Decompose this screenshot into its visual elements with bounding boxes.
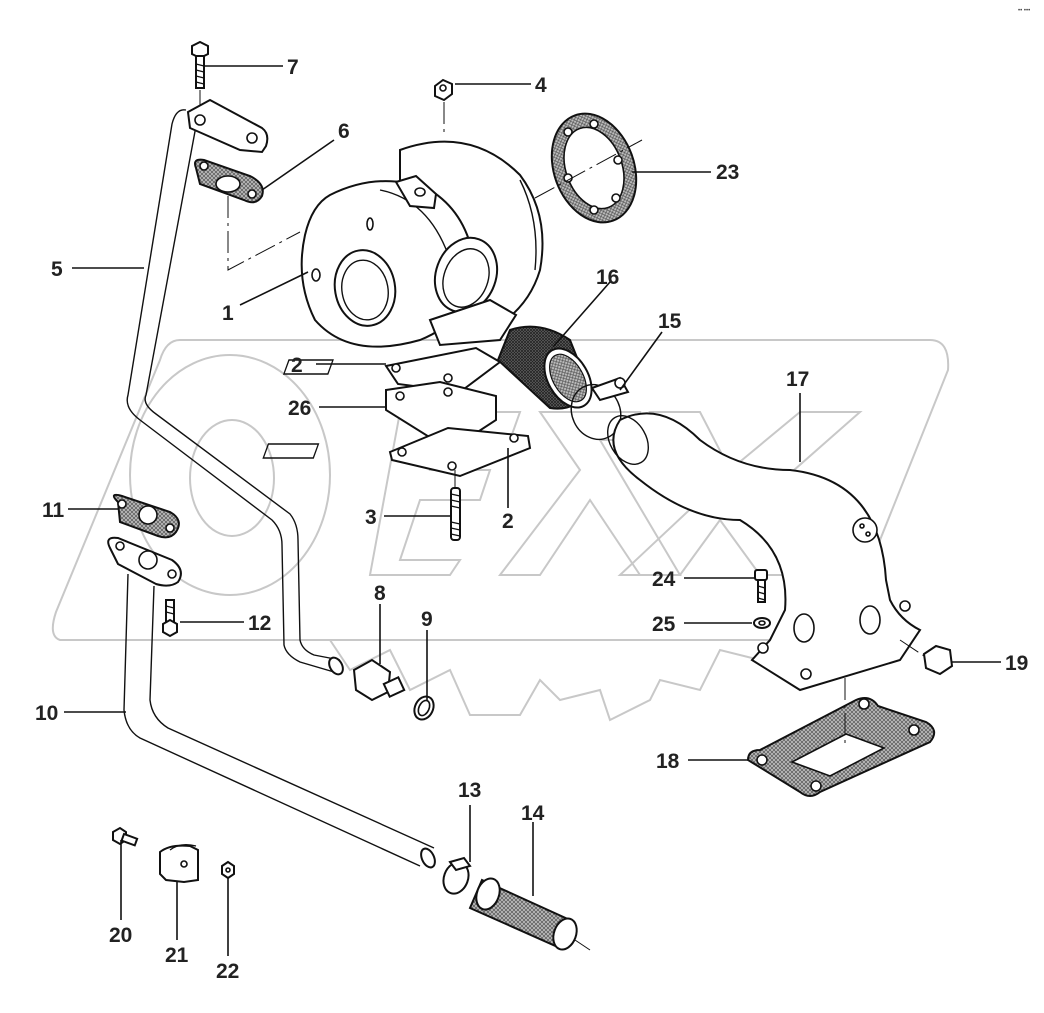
callout-16: 16 — [596, 266, 619, 289]
callout-labels: 7 4 6 23 5 1 16 15 17 2 26 2 3 11 12 8 9… — [35, 56, 1028, 983]
callout-8: 8 — [374, 582, 386, 605]
callout-5: 5 — [51, 258, 63, 281]
hose-16 — [496, 325, 593, 410]
callout-15: 15 — [658, 310, 682, 333]
nut-22 — [221, 860, 235, 880]
callout-17: 17 — [786, 368, 809, 391]
callout-19: 19 — [1005, 652, 1028, 675]
callout-2-upper: 2 — [291, 354, 303, 377]
callout-20: 20 — [109, 924, 132, 947]
gasket-2-lower — [262, 426, 532, 478]
washer-9 — [413, 695, 435, 721]
callout-25: 25 — [652, 613, 676, 636]
gasket-23 — [534, 112, 643, 224]
oil-return-pipe-10 — [123, 573, 436, 869]
bolt-24 — [754, 569, 768, 603]
callout-3: 3 — [365, 506, 377, 529]
clamp-15 — [570, 376, 630, 441]
callout-10: 10 — [35, 702, 58, 725]
callout-11: 11 — [42, 499, 65, 522]
bolt-12 — [162, 599, 178, 638]
oil-feed-pipe-5 — [126, 98, 344, 676]
plug-19 — [899, 639, 954, 676]
callout-7: 7 — [287, 56, 299, 79]
callout-12: 12 — [248, 612, 271, 635]
leader-lines — [64, 65, 1001, 956]
gasket-6 — [194, 158, 301, 271]
gasket-11 — [112, 493, 180, 539]
stud-3 — [450, 470, 461, 541]
callout-4: 4 — [535, 74, 547, 97]
turbocharger-1 — [300, 140, 544, 348]
callout-2-lower: 2 — [502, 510, 514, 533]
nut-4 — [434, 78, 453, 136]
callout-23: 23 — [716, 161, 739, 184]
corner-mark: •• ••• — [1018, 8, 1030, 14]
flange-oil-return — [107, 536, 182, 587]
callout-9: 9 — [421, 608, 433, 631]
hose-14 — [468, 877, 591, 951]
callout-18: 18 — [656, 750, 680, 773]
callout-26: 26 — [288, 397, 311, 420]
union-8 — [352, 658, 406, 702]
gasket-18 — [746, 678, 936, 797]
callout-24: 24 — [652, 568, 676, 591]
callout-21: 21 — [165, 944, 189, 967]
bolt-20 — [112, 826, 139, 847]
callout-1: 1 — [222, 302, 234, 325]
callout-13: 13 — [458, 779, 481, 802]
intake-elbow-17 — [607, 412, 922, 692]
callout-14: 14 — [521, 802, 545, 825]
clamp-13 — [442, 856, 472, 895]
clip-bracket-21 — [159, 843, 199, 884]
callout-6: 6 — [338, 120, 350, 143]
washer-25 — [753, 617, 771, 629]
callout-22: 22 — [216, 960, 239, 983]
gasket-2-upper — [282, 346, 502, 394]
